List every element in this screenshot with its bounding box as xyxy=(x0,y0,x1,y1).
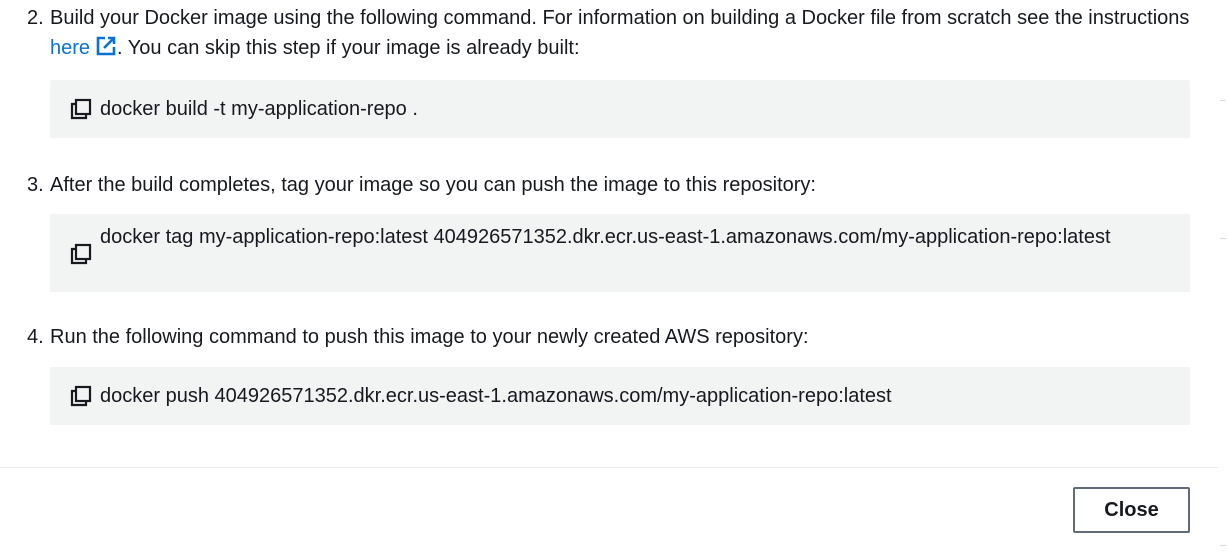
external-link-icon xyxy=(96,36,116,56)
copy-icon[interactable] xyxy=(70,385,92,407)
footer-divider xyxy=(0,467,1218,468)
step-text-after-link: . You can skip this step if your image i… xyxy=(117,37,580,59)
step-text-before-link: Build your Docker image using the follow… xyxy=(50,7,1190,29)
instructions-link[interactable]: here xyxy=(50,36,117,59)
command-text: docker build -t my-application-repo . xyxy=(100,98,418,120)
command-text: docker tag my-application-repo:latest 40… xyxy=(100,226,1111,248)
copy-icon[interactable] xyxy=(70,98,92,120)
code-block-push: docker push 404926571352.dkr.ecr.us-east… xyxy=(50,367,1190,425)
copy-icon[interactable] xyxy=(70,243,92,265)
code-block-build: docker build -t my-application-repo . xyxy=(50,80,1190,138)
instructions-link-label: here xyxy=(50,37,91,59)
command-text: docker push 404926571352.dkr.ecr.us-east… xyxy=(100,385,892,407)
step-text: Run the following command to push this i… xyxy=(50,326,809,348)
code-block-tag: docker tag my-application-repo:latest 40… xyxy=(50,214,1190,292)
step-text: After the build completes, tag your imag… xyxy=(50,174,816,196)
step-number: 2. xyxy=(27,7,44,29)
close-button[interactable]: Close xyxy=(1073,487,1190,533)
step-number: 3. xyxy=(27,174,44,196)
step-number: 4. xyxy=(27,326,44,348)
step-text: Build your Docker image using the follow… xyxy=(50,3,1195,63)
scrollbar-track[interactable] xyxy=(1218,0,1228,552)
